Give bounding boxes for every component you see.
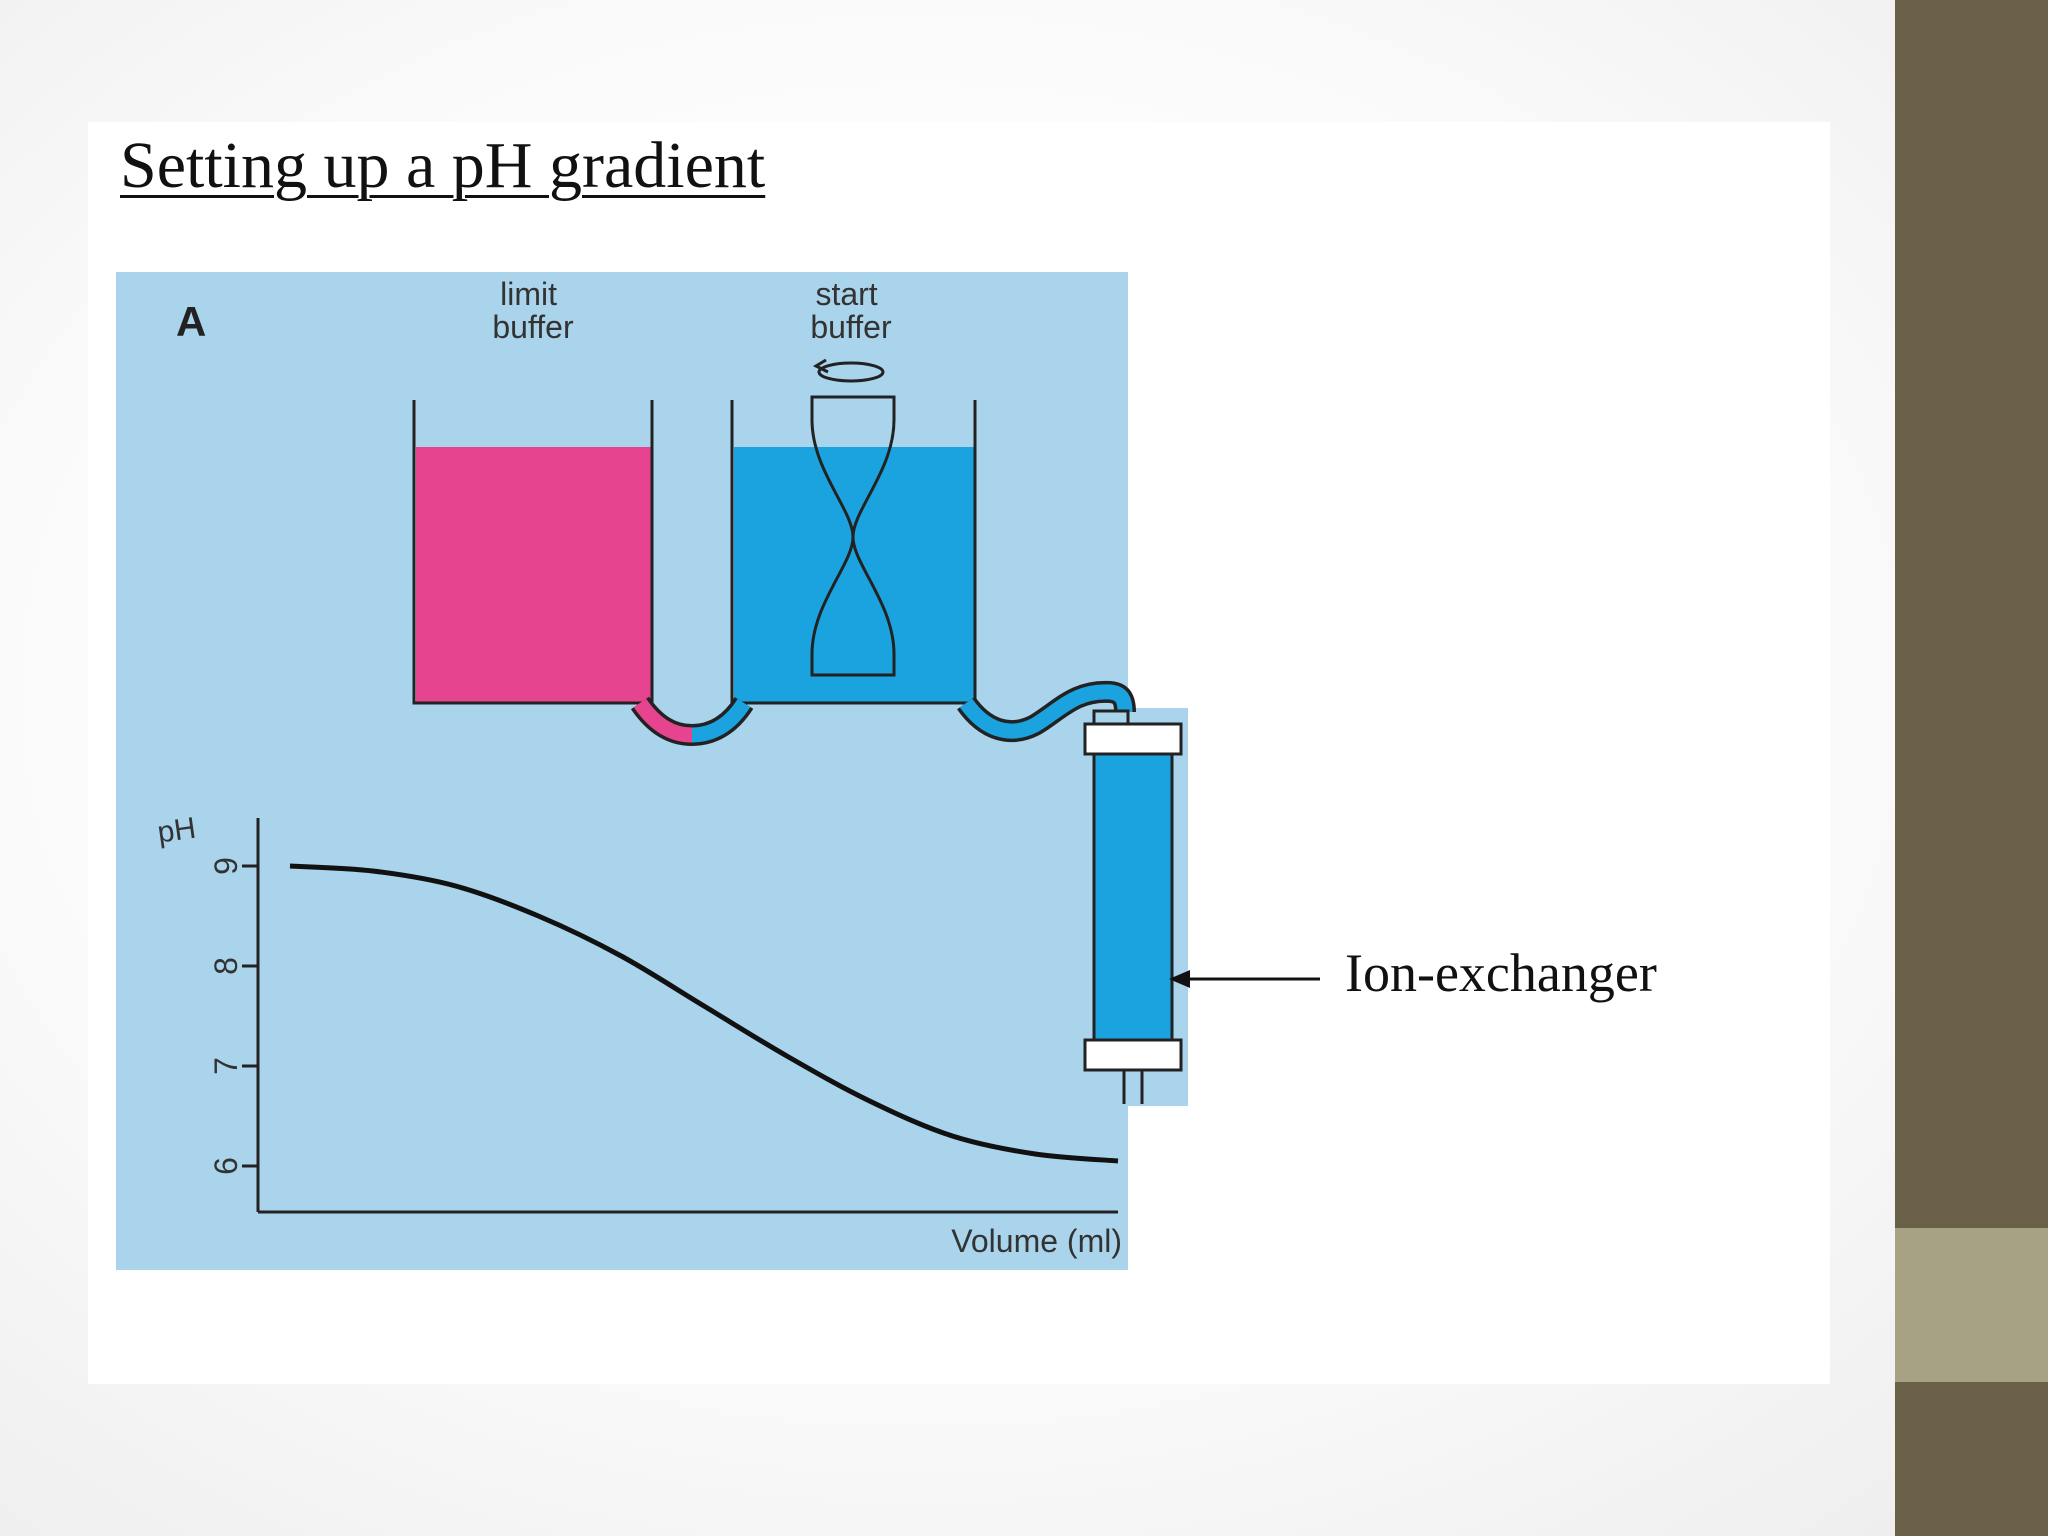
slide-title: Setting up a pH gradient	[120, 129, 766, 202]
ion-exchange-column	[1083, 709, 1183, 1104]
y-axis-label: pH	[155, 812, 198, 850]
stirrer-icon	[810, 395, 896, 677]
y-tick-label-6: 6	[208, 1157, 244, 1175]
y-tick-marks	[242, 864, 258, 1168]
start-buffer-liquid	[734, 447, 975, 703]
chart-axes	[256, 818, 1118, 1214]
limit-buffer-label: limit buffer	[492, 276, 574, 345]
rotation-arrow-icon	[812, 358, 885, 383]
callout-arrow-head-icon	[1169, 970, 1190, 988]
y-tick-labels: 9 8 7 6	[208, 857, 244, 1175]
y-tick-label-7: 7	[208, 1057, 244, 1075]
y-tick-label-8: 8	[208, 957, 244, 975]
ph-curve-series-line	[289, 863, 1119, 1164]
limit-buffer-container	[412, 400, 654, 705]
start-buffer-label: start buffer	[810, 276, 892, 345]
panel-letter: A	[176, 298, 206, 345]
limit-buffer-liquid	[416, 447, 652, 703]
x-axis-label: Volume (ml)	[951, 1223, 1122, 1259]
y-tick-label-9: 9	[208, 857, 244, 875]
sidebar-light-band	[1895, 1228, 2048, 1382]
diagram-panel	[116, 272, 1128, 1270]
ion-exchanger-callout-label: Ion-exchanger	[1345, 943, 1657, 1003]
start-buffer-container	[730, 400, 977, 705]
